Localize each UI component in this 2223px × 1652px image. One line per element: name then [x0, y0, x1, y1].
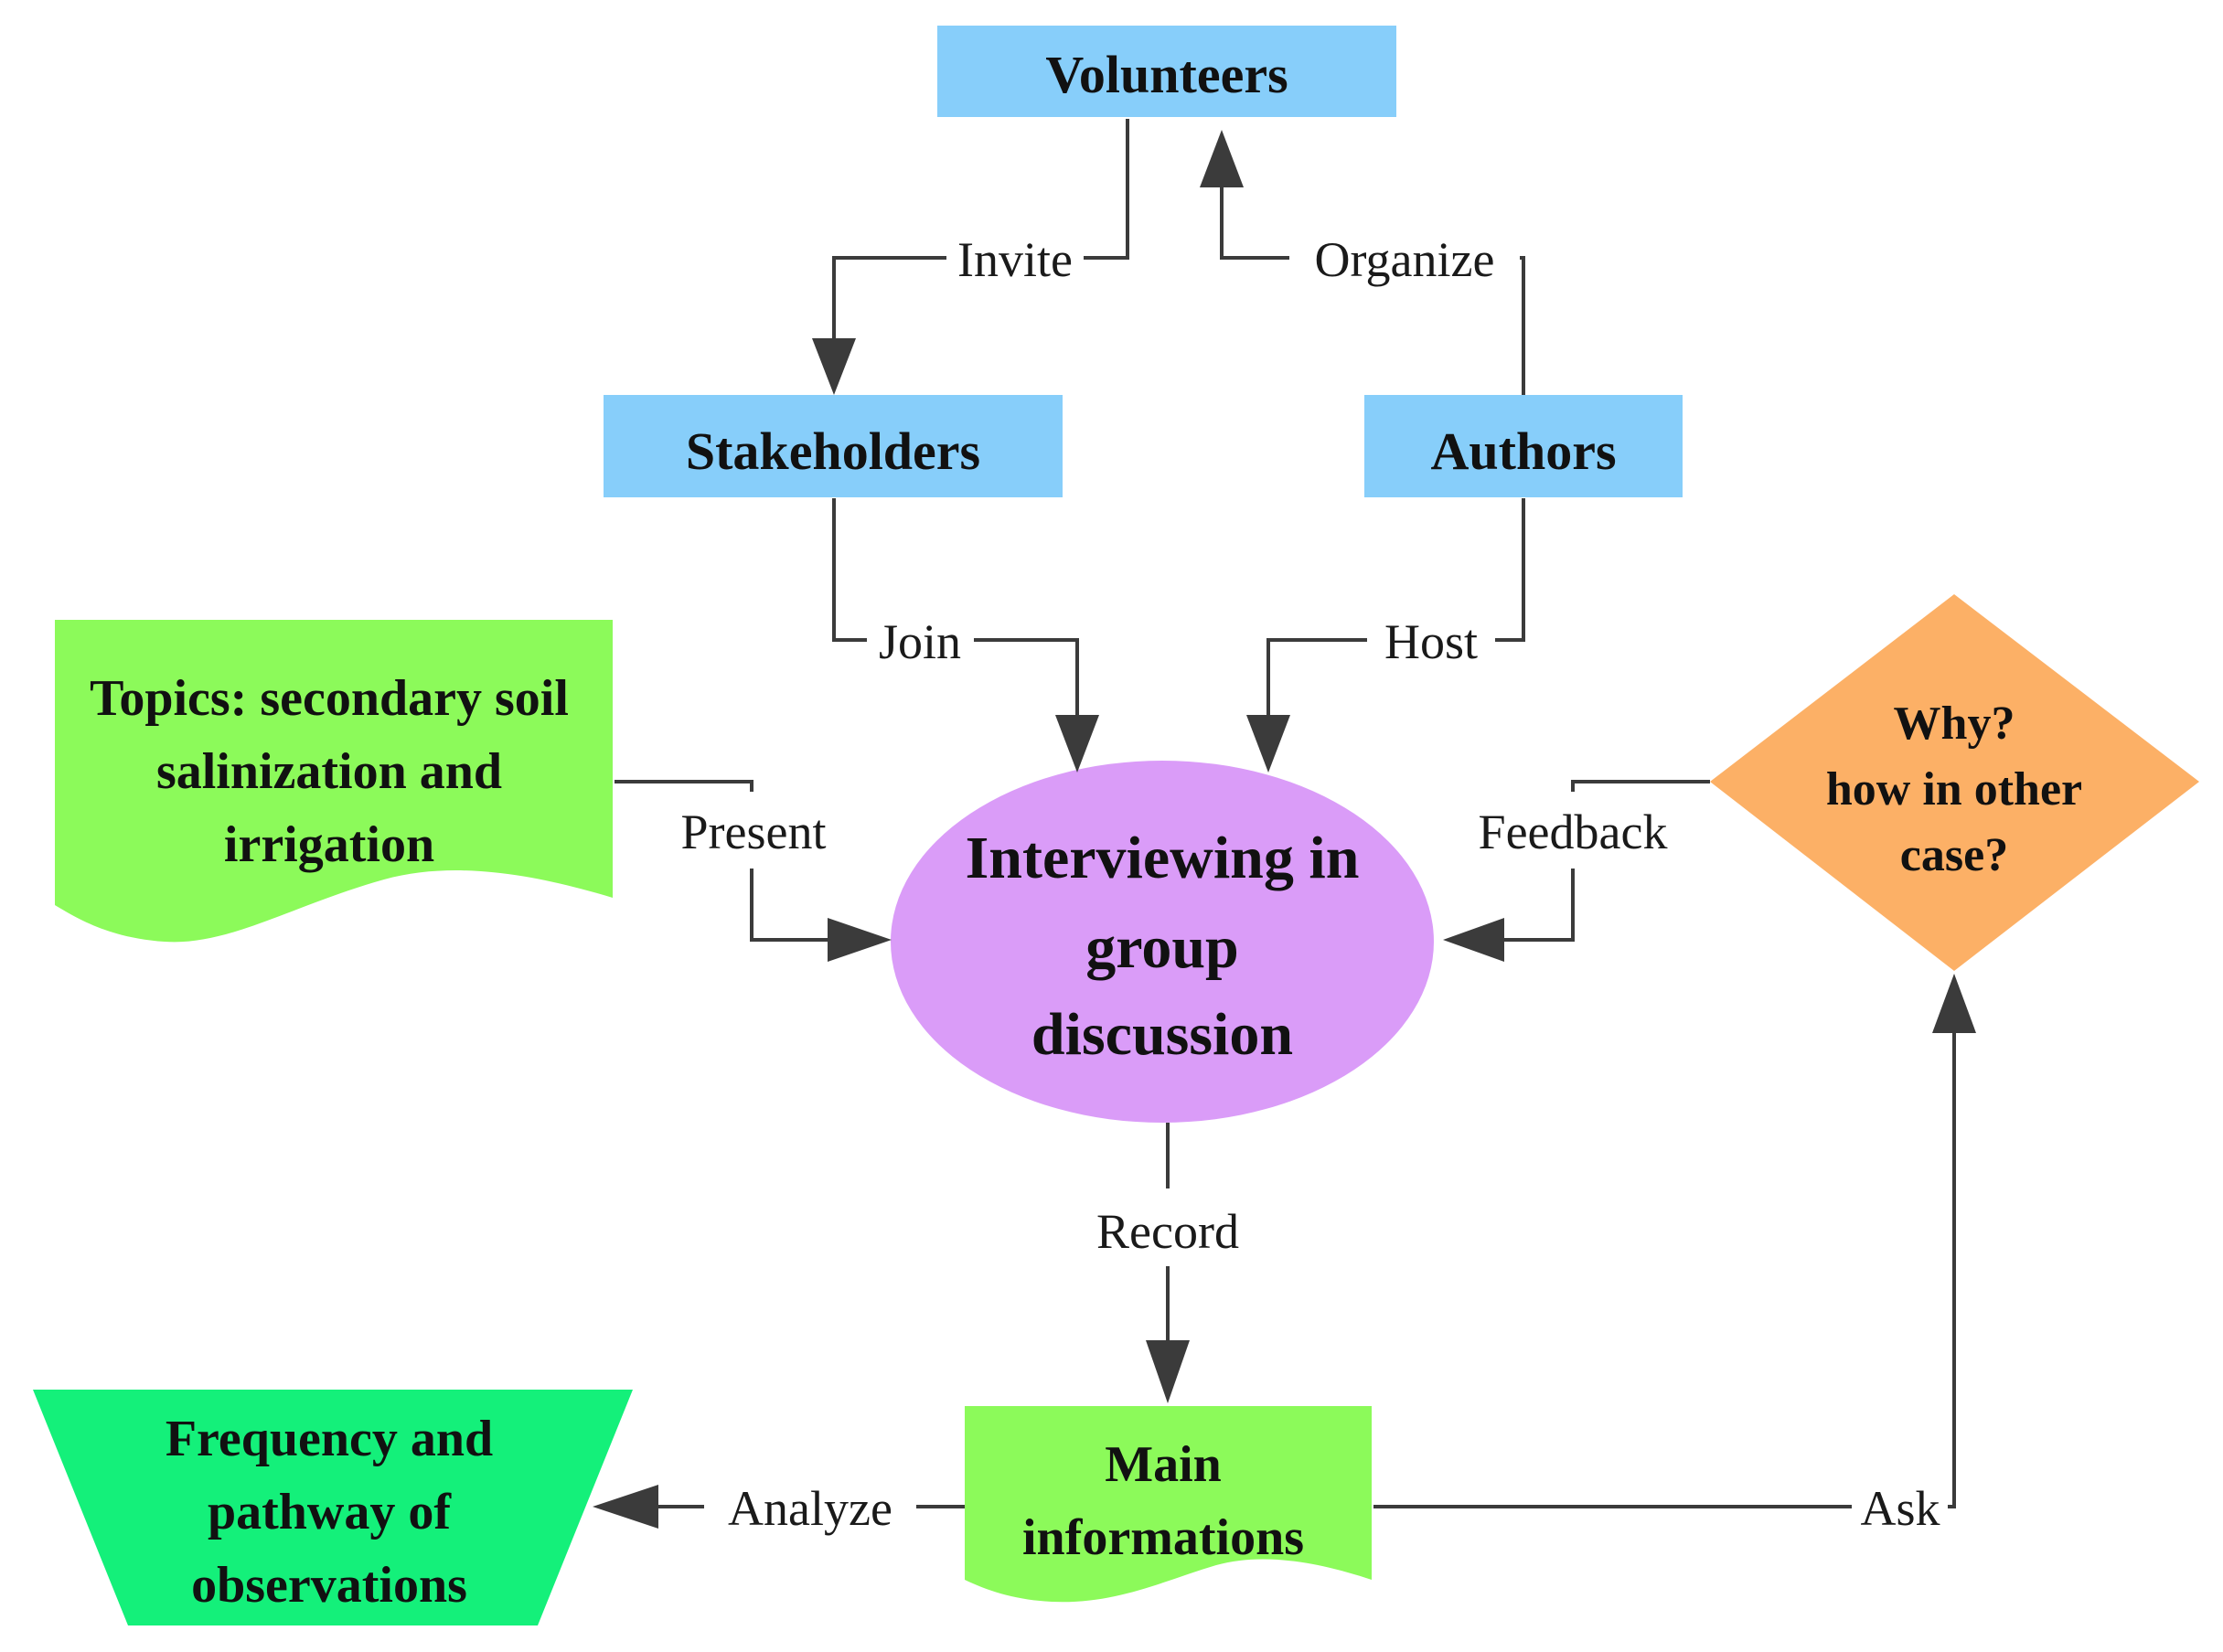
topics-node: Topics: secondary soil salinization and … [55, 620, 613, 943]
host-connector: Host [1246, 498, 1525, 773]
frequency-node: Frequency and pathway of observations [33, 1390, 633, 1625]
why-label-line1: Why? [1894, 698, 2015, 750]
present-label: Present [681, 805, 827, 859]
main-label-line1: Main [1105, 1436, 1222, 1493]
analyze-label: Analyze [728, 1481, 892, 1536]
authors-label: Authors [1430, 421, 1616, 481]
stakeholders-node: Stakeholders [604, 395, 1063, 497]
topics-label-line3: irrigation [224, 816, 434, 873]
ask-connector: Ask [1373, 974, 1976, 1536]
why-label-line2: how in other [1826, 763, 2082, 815]
join-connector: Join [832, 498, 1099, 773]
main-informations-node: Main informations [965, 1406, 1372, 1603]
authors-node: Authors [1364, 395, 1683, 497]
frequency-label-line2: pathway of [208, 1484, 452, 1540]
stakeholders-label: Stakeholders [686, 421, 980, 481]
main-label-line2: informations [1022, 1509, 1304, 1566]
analyze-connector: Analyze [593, 1481, 965, 1536]
record-label: Record [1096, 1204, 1239, 1259]
frequency-label-line1: Frequency and [166, 1411, 493, 1467]
join-label: Join [879, 614, 961, 669]
organize-label: Organize [1315, 232, 1495, 287]
feedback-connector: Feedback [1443, 780, 1710, 962]
why-node: Why? how in other case? [1710, 594, 2199, 971]
interviewing-label-line3: discussion [1031, 1001, 1293, 1068]
host-label: Host [1384, 614, 1478, 669]
feedback-label: Feedback [1479, 805, 1668, 859]
present-connector: Present [615, 780, 892, 962]
ask-label: Ask [1860, 1481, 1940, 1536]
why-label-line3: case? [1900, 829, 2008, 881]
record-connector: Record [1096, 1123, 1239, 1403]
volunteers-node: Volunteers [937, 26, 1396, 117]
frequency-label-line3: observations [191, 1557, 467, 1614]
organize-connector: Organize [1200, 130, 1525, 395]
interviewing-label-line1: Interviewing in [966, 825, 1360, 891]
topics-label-line1: Topics: secondary soil [90, 670, 569, 727]
invite-label: Invite [957, 232, 1073, 287]
interviewing-node: Interviewing in group discussion [891, 761, 1434, 1123]
volunteers-label: Volunteers [1045, 45, 1288, 104]
interviewing-label-line2: group [1085, 914, 1239, 981]
topics-label-line2: salinization and [156, 743, 502, 800]
invite-connector: Invite [812, 119, 1129, 395]
